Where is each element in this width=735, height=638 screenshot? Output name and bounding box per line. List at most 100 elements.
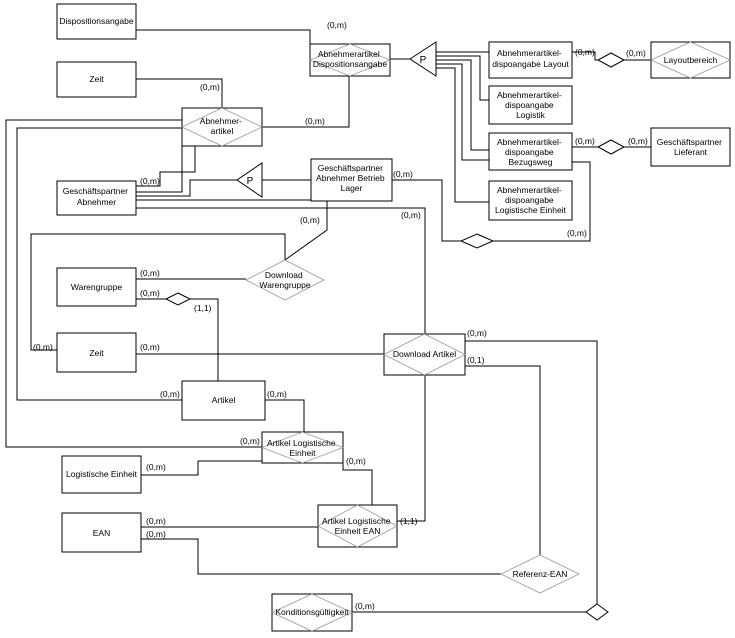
- connector-line: [141, 538, 501, 575]
- connector-line: [465, 365, 541, 555]
- cardinality-label: (0,m): [626, 48, 646, 58]
- entity-label: EAN: [93, 528, 110, 538]
- cardinality-label: (0,1): [467, 355, 485, 365]
- connector-line: [397, 375, 426, 522]
- entity-logistische-einheit[interactable]: Logistische Einheit: [61, 455, 142, 494]
- connector-line: [436, 55, 489, 101]
- entity-abnehmerartikel-dispositionsangabe[interactable]: Abnehmerartikel Dispositionsangabe: [308, 43, 392, 77]
- entity-label: Zeit: [89, 74, 104, 84]
- entity-gp-lieferant[interactable]: Geschäftspartner Lieferant: [650, 127, 731, 167]
- generalization-p-top[interactable]: P: [409, 41, 437, 77]
- relationship-diamond[interactable]: [596, 139, 626, 155]
- entity-label: Abnehmer- artikel: [200, 116, 244, 136]
- entity-label: Abnehmerartikel- dispoangabe Logistik: [497, 90, 564, 120]
- cardinality-label: (0,m): [240, 436, 260, 446]
- cardinality-label: (0,m): [200, 82, 220, 92]
- entity-label: Geschäftspartner Abnehmer: [63, 186, 131, 207]
- cardinality-label: (0,m): [140, 176, 160, 186]
- cardinality-label: (0,m): [346, 456, 366, 466]
- cardinality-label: (0,m): [146, 529, 166, 539]
- cardinality-label: (0,m): [393, 169, 413, 179]
- entity-label: Artikel Logistische Einheit: [267, 438, 338, 458]
- entity-layoutbereich[interactable]: Layoutbereich: [650, 41, 731, 79]
- entity-dispositionsangabe[interactable]: Dispositionsangabe: [56, 3, 137, 40]
- relationship-diamond[interactable]: [459, 233, 495, 249]
- entity-referenz-ean[interactable]: Referenz-EAN: [500, 554, 580, 594]
- connector-line: [30, 233, 286, 351]
- connector-line: [5, 119, 262, 448]
- connector-line: [135, 20, 311, 44]
- connector-line: [141, 460, 262, 476]
- cardinality-label: (0,m): [575, 136, 595, 146]
- connector-lines: [5, 20, 651, 613]
- entity-artikel-le-ean[interactable]: Artikel Logistische Einheit EAN: [317, 504, 398, 548]
- entity-ean[interactable]: EAN: [61, 512, 142, 553]
- connector-line: [436, 67, 489, 203]
- entity-abnehmer-artikel[interactable]: Abnehmer- artikel: [181, 107, 263, 147]
- entity-aa-logistische-einheit[interactable]: Abnehmerartikel- dispoangabe Logistische…: [488, 180, 573, 221]
- cardinality-label: (0,m): [305, 116, 325, 126]
- entity-download-artikel[interactable]: Download Artikel: [383, 333, 466, 376]
- cardinality-label: (0,m): [300, 215, 320, 225]
- cardinality-labels: (0,m) (0,m) (0,m) (0,m) (0,m) (0,m) (0,m…: [33, 20, 648, 611]
- entity-label: Geschäftspartner Lieferant: [657, 137, 725, 157]
- entity-aa-layout[interactable]: Abnehmerartikel- dispoangabe Layout: [488, 41, 573, 79]
- cardinality-label: (0,m): [401, 210, 421, 220]
- entity-aa-bezugsweg[interactable]: Abnehmerartikel- dispoangabe Bezugsweg: [488, 132, 573, 171]
- connector-line: [493, 161, 591, 242]
- entity-artikel-logistische-einheit[interactable]: Artikel Logistische Einheit: [260, 431, 345, 464]
- entity-label: Geschäftspartner Abnehmer Betrieb Lager: [316, 163, 387, 193]
- entity-konditionsgueltigkeit[interactable]: Konditionsgültigkeit: [271, 593, 353, 632]
- connector-line: [136, 179, 237, 197]
- cardinality-label: (0,m): [355, 601, 375, 611]
- entity-label: Artikel: [212, 395, 236, 405]
- connector-line: [262, 76, 350, 128]
- generalization-label: P: [420, 55, 427, 66]
- entity-zeit-top[interactable]: Zeit: [56, 61, 137, 98]
- cardinality-label: (0,m): [575, 47, 595, 57]
- relationship-diamond[interactable]: [585, 603, 609, 621]
- connector-line: [436, 63, 489, 161]
- entity-label: Dispositionsangabe: [59, 16, 133, 26]
- entity-warengruppe[interactable]: Warengruppe: [56, 267, 137, 307]
- entity-zeit-mid[interactable]: Zeit: [56, 332, 137, 373]
- cardinality-label: (0,m): [146, 462, 166, 472]
- cardinality-label: (0,m): [33, 342, 53, 352]
- cardinality-label: (1,1): [400, 516, 418, 526]
- connector-line: [136, 199, 328, 261]
- entity-label: Warengruppe: [71, 282, 122, 292]
- generalization-label: P: [247, 176, 254, 187]
- cardinality-label: (1,1): [194, 303, 212, 313]
- entity-label: Abnehmerartikel Dispositionsangabe: [313, 49, 387, 69]
- connector-line: [392, 179, 461, 242]
- entity-geschaeftspartner-abnehmer[interactable]: Geschäftspartner Abnehmer: [56, 180, 137, 216]
- entity-artikel[interactable]: Artikel: [181, 380, 266, 421]
- connector-line: [136, 146, 196, 187]
- entity-download-warengruppe[interactable]: Download Warengruppe: [245, 259, 325, 301]
- connector-line: [436, 59, 489, 151]
- entity-aa-logistik[interactable]: Abnehmerartikel- dispoangabe Logistik: [488, 85, 573, 125]
- cardinality-label: (0,m): [567, 228, 587, 238]
- cardinality-label: (0,m): [146, 516, 166, 526]
- cardinality-label: (0,m): [467, 328, 487, 338]
- connector-line: [465, 340, 598, 604]
- connector-line: [572, 51, 598, 61]
- connector-line: [136, 78, 223, 108]
- connector-line: [16, 127, 182, 401]
- cardinality-label: (0,m): [140, 342, 160, 352]
- relationship-diamond[interactable]: [596, 52, 626, 68]
- entity-gp-abnehmer-betrieb-lager[interactable]: Geschäftspartner Abnehmer Betrieb Lager: [310, 158, 393, 202]
- generalization-p-mid[interactable]: P: [236, 162, 263, 198]
- cardinality-label: (0,m): [327, 20, 347, 30]
- entity-label: Logistische Einheit: [66, 469, 138, 479]
- entity-label: Abnehmerartikel- dispoangabe Layout: [492, 48, 569, 69]
- entity-label: Artikel Logistische Einheit EAN: [322, 516, 393, 536]
- entity-label: Layoutbereich: [664, 55, 718, 65]
- relationship-diamond[interactable]: [164, 292, 192, 306]
- cardinality-label: (0,m): [628, 136, 648, 146]
- connector-line: [265, 399, 305, 432]
- entity-label: Referenz-EAN: [513, 569, 568, 579]
- entity-label: Download Warengruppe: [259, 270, 310, 290]
- cardinality-label: (0,m): [140, 268, 160, 278]
